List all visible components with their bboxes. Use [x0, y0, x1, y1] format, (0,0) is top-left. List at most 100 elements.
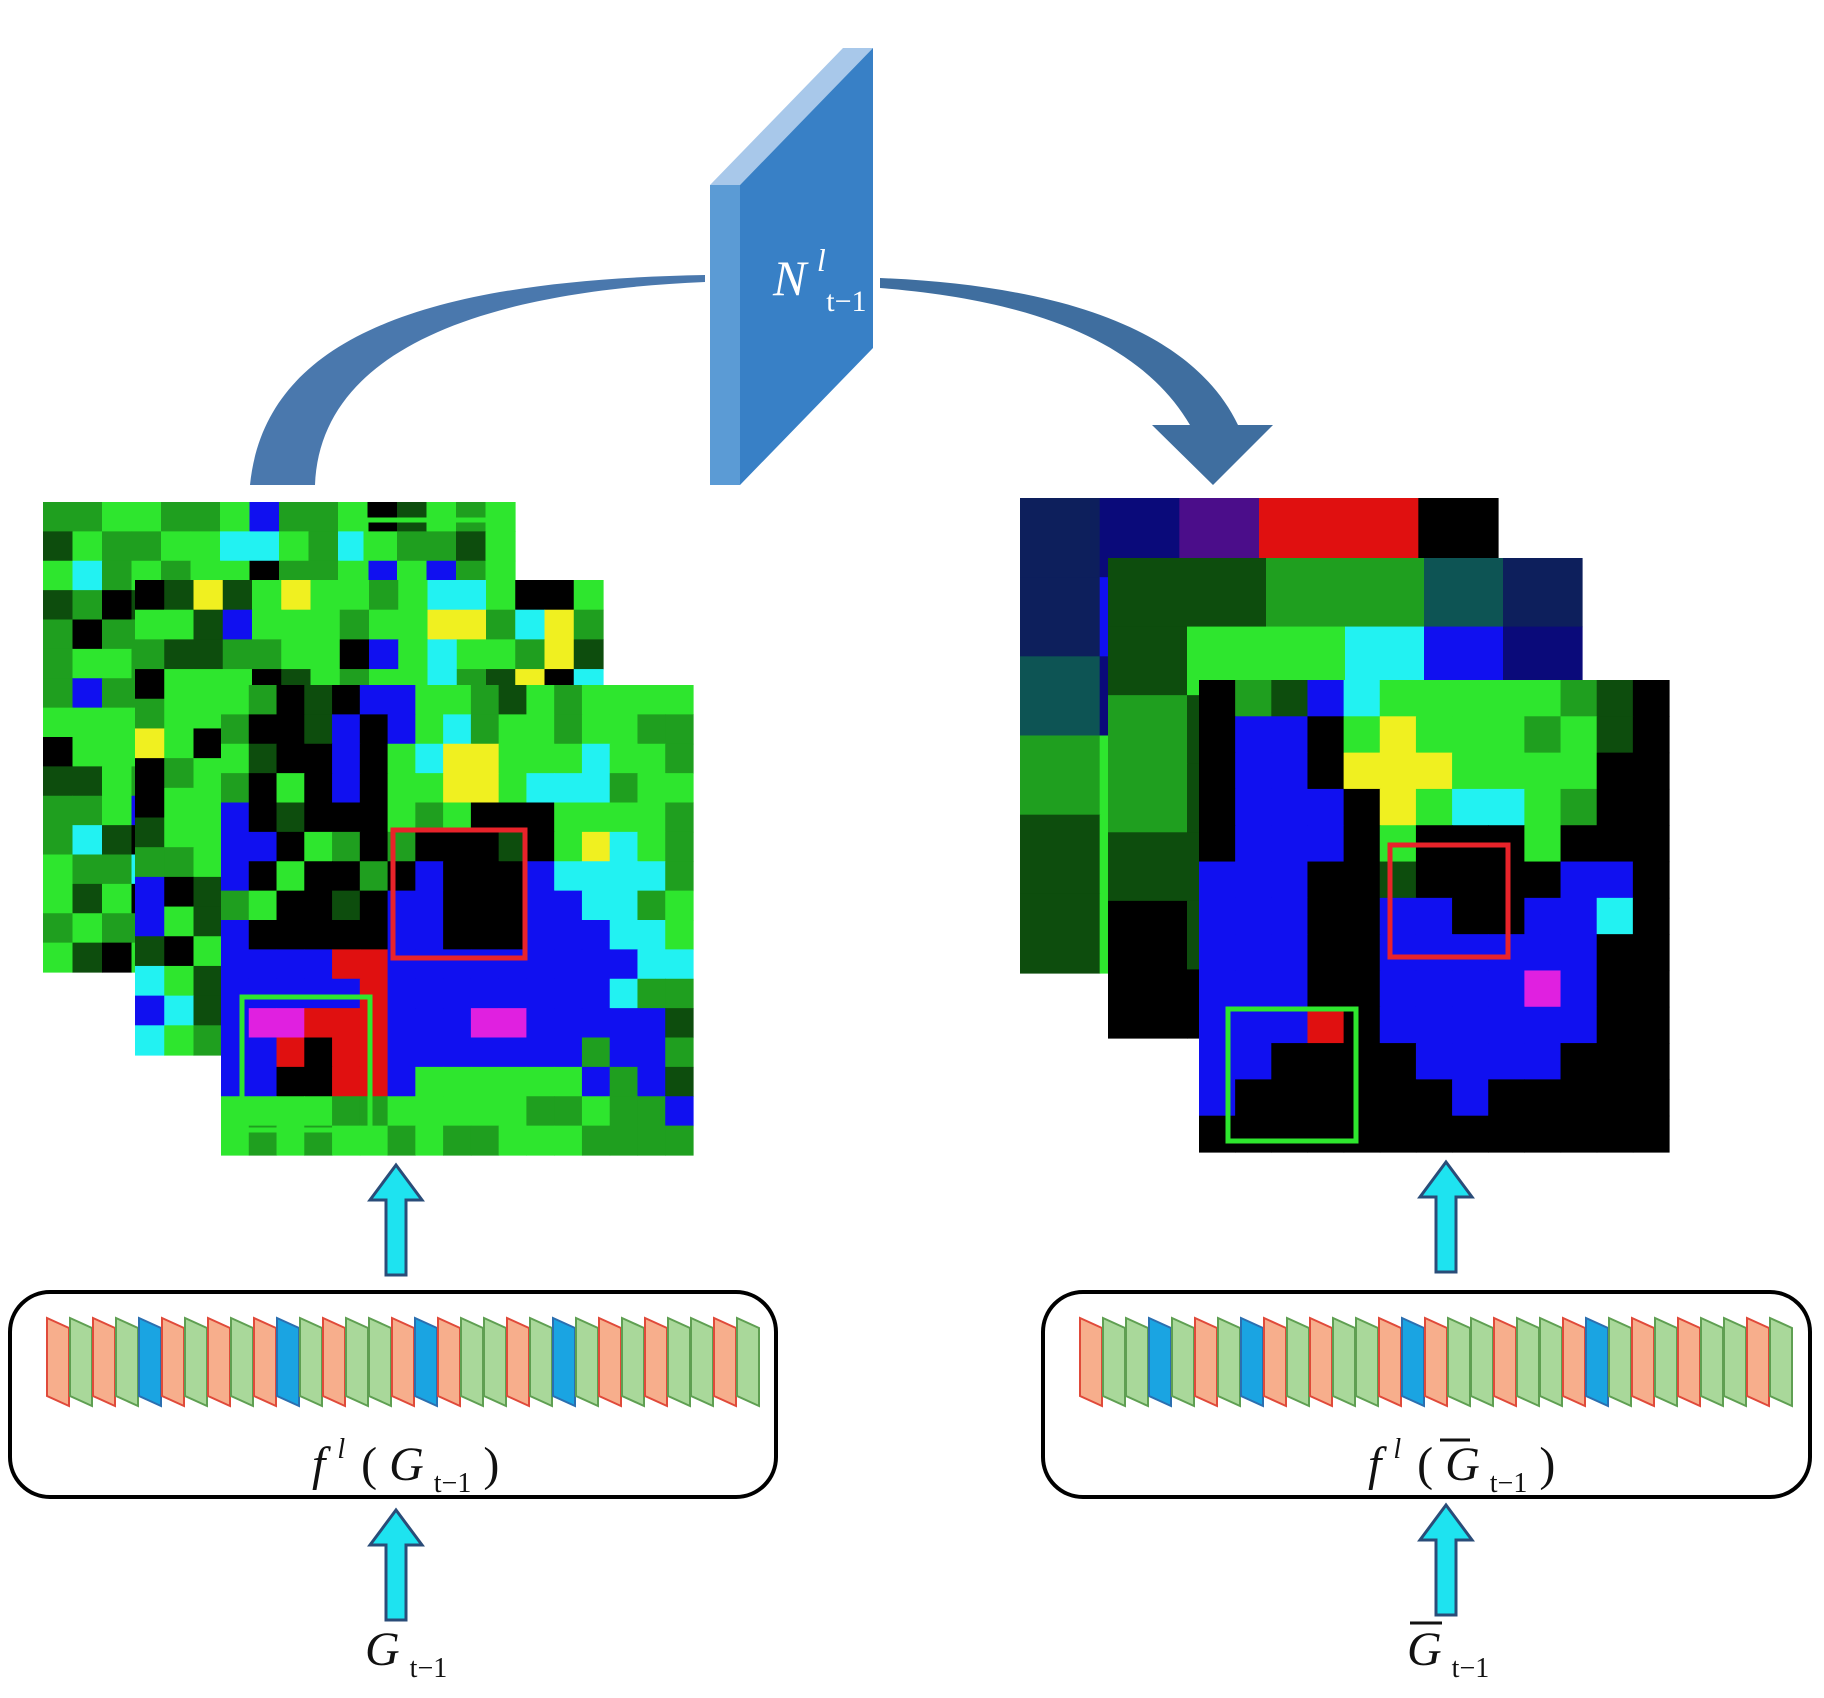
strip-plane — [69, 1316, 93, 1408]
left-input-var: G — [365, 1623, 400, 1676]
strip-plane — [552, 1316, 576, 1408]
strip-plane — [667, 1316, 691, 1408]
strip-plane — [299, 1316, 323, 1408]
left-feature-open: ( — [361, 1438, 377, 1491]
right-feature-maps — [1020, 498, 1670, 1153]
right-feature-open: ( — [1417, 1438, 1433, 1491]
strip-plane — [1746, 1316, 1770, 1408]
right-input-label: G t−1 — [1407, 1623, 1489, 1684]
strip-plane — [230, 1316, 254, 1408]
left-input-label: G t−1 — [365, 1623, 447, 1684]
strip-plane — [1424, 1316, 1448, 1408]
strip-plane — [138, 1316, 162, 1408]
strip-plane — [1286, 1316, 1310, 1408]
strip-plane — [1516, 1316, 1540, 1408]
strip-plane — [1562, 1316, 1586, 1408]
left-feature-var: G — [389, 1438, 424, 1491]
network-top-face — [710, 48, 873, 185]
strip-plane — [1401, 1316, 1425, 1408]
strip-plane — [1585, 1316, 1609, 1408]
strip-plane — [529, 1316, 553, 1408]
right-red-box — [1387, 842, 1511, 960]
left-feature-strip — [46, 1316, 760, 1408]
strip-plane — [460, 1316, 484, 1408]
strip-plane — [713, 1316, 737, 1408]
strip-plane — [483, 1316, 507, 1408]
strip-plane — [92, 1316, 116, 1408]
strip-plane — [161, 1316, 185, 1408]
left-feature-maps — [43, 502, 694, 1156]
strip-plane — [1125, 1316, 1149, 1408]
strip-plane — [1102, 1316, 1126, 1408]
strip-plane — [1263, 1316, 1287, 1408]
strip-plane — [1654, 1316, 1678, 1408]
left-feature-sup: l — [337, 1434, 345, 1465]
strip-plane — [276, 1316, 300, 1408]
strip-plane — [1355, 1316, 1379, 1408]
strip-plane — [621, 1316, 645, 1408]
strip-plane — [1079, 1316, 1103, 1408]
left-feature-close: ) — [483, 1438, 499, 1491]
right-input-sub: t−1 — [1452, 1653, 1490, 1684]
strip-plane — [598, 1316, 622, 1408]
strip-plane — [1309, 1316, 1333, 1408]
strip-plane — [690, 1316, 714, 1408]
left-feature-map-front — [221, 685, 694, 1156]
strip-plane — [391, 1316, 415, 1408]
strip-plane — [253, 1316, 277, 1408]
left-curved-arrow — [250, 275, 705, 485]
strip-plane — [322, 1316, 346, 1408]
strip-plane — [1493, 1316, 1517, 1408]
network-layer: N l t−1 — [710, 48, 873, 485]
right-input-var: G — [1407, 1623, 1442, 1676]
strip-plane — [575, 1316, 599, 1408]
right-feature-strip — [1079, 1316, 1793, 1408]
strip-plane — [1700, 1316, 1724, 1408]
strip-plane — [644, 1316, 668, 1408]
network-label: N l t−1 — [772, 226, 867, 318]
strip-plane — [1171, 1316, 1195, 1408]
strip-plane — [506, 1316, 530, 1408]
strip-plane — [368, 1316, 392, 1408]
network-label-sup: l — [817, 242, 826, 278]
strip-plane — [437, 1316, 461, 1408]
right-feature-label: f l ( G t−1 ) — [1368, 1416, 1555, 1503]
strip-plane — [1240, 1316, 1264, 1408]
strip-plane — [1332, 1316, 1356, 1408]
strip-plane — [1217, 1316, 1241, 1408]
left-green-box — [239, 994, 373, 1133]
strip-plane — [1378, 1316, 1402, 1408]
right-feature-var: G — [1445, 1438, 1480, 1491]
left-red-box — [390, 827, 528, 961]
left-upper-arrow — [367, 1162, 425, 1277]
strip-plane — [1447, 1316, 1471, 1408]
strip-plane — [1631, 1316, 1655, 1408]
network-front-face — [740, 48, 873, 485]
right-lower-arrow — [1417, 1502, 1475, 1617]
strip-plane — [414, 1316, 438, 1408]
right-feature-map-front — [1199, 680, 1670, 1153]
strip-plane — [46, 1316, 70, 1408]
strip-plane — [115, 1316, 139, 1408]
right-curved-arrow — [880, 278, 1273, 485]
strip-plane — [1539, 1316, 1563, 1408]
right-feature-sup: l — [1393, 1434, 1401, 1465]
strip-plane — [1608, 1316, 1632, 1408]
right-upper-arrow — [1417, 1159, 1475, 1274]
network-label-sub: t−1 — [826, 285, 866, 318]
strip-plane — [736, 1316, 760, 1408]
strip-plane — [184, 1316, 208, 1408]
strip-plane — [1723, 1316, 1747, 1408]
strip-plane — [1470, 1316, 1494, 1408]
right-green-box — [1225, 1006, 1359, 1144]
strip-plane — [1194, 1316, 1218, 1408]
strip-plane — [1769, 1316, 1793, 1408]
left-feature-fn: f — [312, 1438, 331, 1491]
left-feature-sub: t−1 — [434, 1468, 472, 1499]
network-side-face — [710, 185, 740, 485]
left-input-sub: t−1 — [410, 1653, 448, 1684]
right-feature-sub: t−1 — [1490, 1468, 1528, 1499]
left-feature-label: f l ( G t−1 ) — [312, 1416, 499, 1503]
strip-plane — [1677, 1316, 1701, 1408]
